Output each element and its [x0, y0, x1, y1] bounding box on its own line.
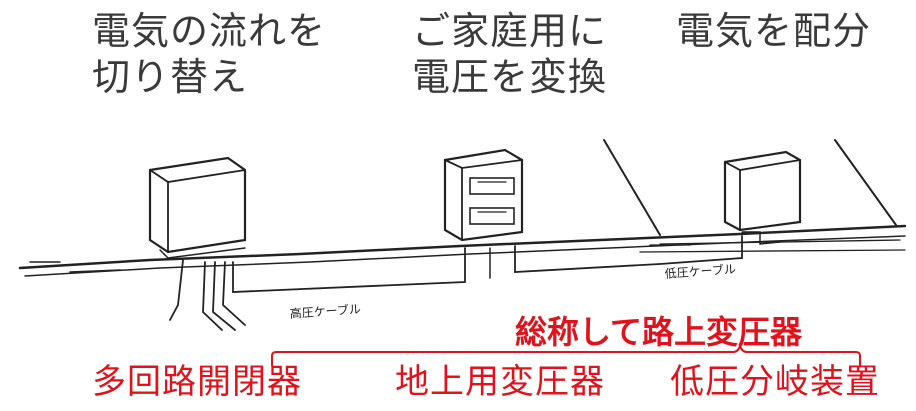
description-transform-line-1: ご家庭用に: [412, 9, 608, 53]
description-switch-line-2: 切り替え: [92, 55, 249, 99]
low-voltage-branch-label: 低圧分岐装置: [670, 362, 880, 402]
cable: [212, 261, 236, 331]
cable: [222, 261, 246, 326]
group-brace: [271, 342, 861, 366]
description-transform-line-2: 電圧を変換: [412, 55, 608, 99]
low-voltage-cable-label: 低圧ケーブル: [664, 261, 736, 281]
ground-line: [29, 261, 121, 273]
multi-circuit-switch-label: 多回路開閉器: [92, 362, 302, 402]
ground-line: [18, 224, 907, 270]
high-voltage-cable-label: 高圧ケーブル: [289, 301, 361, 321]
low-voltage-cable: [514, 235, 743, 273]
ground-transformer-box: [443, 148, 524, 242]
multi-circuit-switch-box: [148, 156, 247, 259]
pole-line: [603, 139, 661, 236]
pole-line: [834, 139, 897, 226]
description-switch: 電気の流れを 切り替え: [92, 8, 326, 100]
cable: [202, 261, 223, 331]
ground-transformer-label: 地上用変圧器: [395, 362, 605, 402]
description-distribute: 電気を配分: [676, 8, 871, 54]
description-transform: ご家庭用に 電圧を変換: [412, 8, 607, 100]
description-switch-line-1: 電気の流れを: [92, 9, 327, 53]
group-label: 総称して路上変圧器: [515, 313, 803, 351]
description-distribute-line-1: 電気を配分: [676, 9, 872, 53]
ground-line: [639, 239, 906, 253]
high-voltage-cable: [232, 247, 466, 293]
cable: [169, 259, 184, 321]
low-voltage-branch-box: [723, 150, 802, 245]
